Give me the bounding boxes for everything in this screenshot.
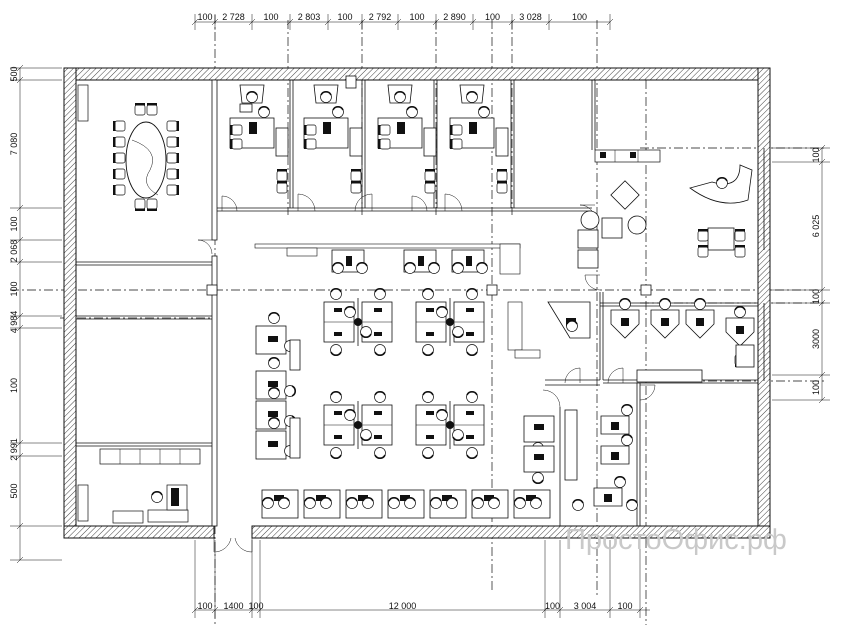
open-space-workstations [255,249,578,519]
top-dimension-label: 2 728 [222,12,245,22]
conference-room [77,84,180,212]
top-dimension-label: 2 890 [443,12,466,22]
bottom-dimension-label: 100 [617,601,632,611]
executive-offices [229,84,509,194]
bottom-dimension-label: 100 [545,601,560,611]
right-offices [571,297,755,512]
bottom-dimension-label: 100 [248,601,263,611]
corridor-cabinets [254,243,541,359]
bottom-dimension-label: 100 [197,601,212,611]
top-dimension-label: 100 [337,12,352,22]
left-dimension-label: 100 [9,378,19,393]
left-dimension-label: 2 068 [9,240,19,263]
storage-room-furniture [77,448,201,524]
bottom-dimension-label: 3 004 [574,601,597,611]
top-dimension-label: 100 [572,12,587,22]
bottom-dimension-label: 12 000 [389,601,417,611]
top-dimension-label: 100 [409,12,424,22]
right-dimension-label: 6 025 [811,215,821,238]
columns [206,75,652,296]
left-dimension-label: 500 [9,483,19,498]
right-dimension-label: 100 [811,289,821,304]
doors [197,193,656,553]
manager-office-middle [547,301,591,339]
right-dimension-label: 3000 [811,329,821,349]
top-dimension-line: 100 2 728 100 2 803 100 2 792 100 2 890 100 3 028… [191,12,614,30]
bottom-dimension-line: 100 1400 100 12 000 100 3 004 100 [191,540,650,618]
bottom-dimension-label: 1400 [223,601,243,611]
left-dimension-label: 100 [9,216,19,231]
right-dimension-label: 100 [811,147,821,162]
top-dimension-label: 3 028 [519,12,542,22]
top-dimension-label: 100 [263,12,278,22]
right-dimension-label: 100 [811,380,821,395]
left-dimension-label: 2 991 [9,438,19,461]
top-dimension-label: 2 792 [369,12,392,22]
top-dimension-label: 100 [197,12,212,22]
left-dimension-label: 7 080 [9,133,19,156]
left-dimension-label: 500 [9,66,19,81]
top-dimension-label: 100 [485,12,500,22]
top-dimension-label: 2 803 [298,12,321,22]
right-dimension-line: 100 6 025 100 3000 100 [772,144,830,404]
left-dimension-label: 4 984 [9,311,19,334]
watermark: ПростоОфис.рф [565,524,787,556]
left-dimension-line: 500 7 080 100 2 068 100 4 984 100 2 991 500 [9,64,62,564]
exterior-walls [63,67,771,539]
reception-area [577,149,753,269]
left-dimension-label: 100 [9,281,19,296]
